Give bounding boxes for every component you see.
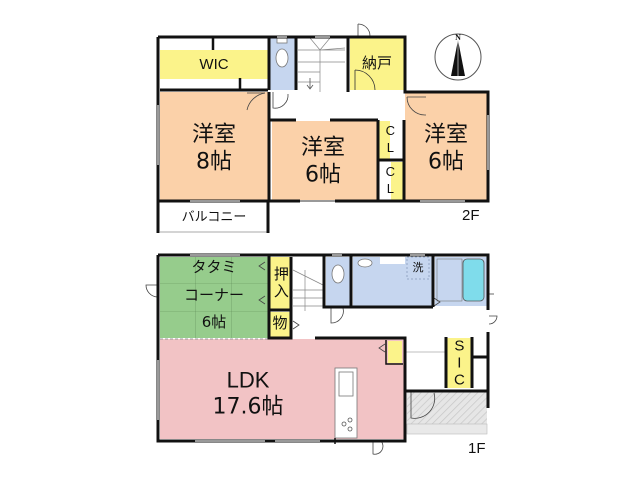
label-oshiire: 押入 — [271, 266, 290, 300]
label-yoshitsu-6b-size: 6帖 — [428, 149, 464, 175]
compass-north-label: N — [455, 32, 461, 42]
label-nando: 納戸 — [361, 54, 393, 73]
label-ldk-name: LDK — [226, 367, 270, 393]
floor-label-2f: 2F — [462, 207, 480, 224]
label-tatami-size: 6帖 — [201, 313, 227, 332]
label-yoshitsu-8-size: 8帖 — [196, 149, 232, 175]
room-yoshitsu-6a — [272, 121, 377, 200]
room-yoshitsu-8 — [160, 92, 268, 200]
room-sic — [446, 338, 472, 388]
windows-1f — [157, 254, 425, 442]
floor-2f — [156, 23, 490, 233]
label-wic: WIC — [199, 56, 229, 74]
label-yoshitsu-6b-name: 洋室 — [423, 122, 469, 148]
room-mono — [270, 312, 290, 337]
kitchen-counter — [334, 367, 358, 439]
stairs-2f — [298, 37, 346, 92]
hallway-2f — [270, 92, 405, 120]
bathtub — [462, 258, 485, 302]
label-tatami-line1: タタミ — [191, 258, 237, 277]
north-arrow-icon — [434, 33, 482, 81]
label-yoshitsu-6a-size: 6帖 — [305, 162, 341, 188]
label-sic: SIC — [450, 337, 468, 389]
room-balcony — [160, 202, 268, 232]
windows-2f — [157, 36, 489, 202]
label-cl-1: CL — [382, 123, 398, 157]
room-nando — [350, 38, 404, 90]
hallway-1f — [293, 311, 488, 337]
room-oshiire — [270, 257, 290, 309]
label-sentaku: 洗 — [412, 261, 424, 275]
floor-1f — [145, 253, 498, 455]
room-tatami — [160, 257, 268, 338]
label-tatami-line2: コーナー — [183, 286, 245, 305]
label-mono: 物 — [272, 314, 288, 333]
room-yoshitsu-6b — [405, 92, 487, 200]
floor-label-1f: 1F — [468, 440, 486, 457]
label-yoshitsu-6a-name: 洋室 — [300, 135, 346, 161]
label-cl-2: CL — [382, 164, 398, 198]
ldk-closet — [388, 341, 402, 363]
stairs-1f — [292, 257, 324, 311]
label-yoshitsu-8-name: 洋室 — [191, 122, 237, 148]
label-balcony: バルコニー — [181, 210, 247, 226]
room-ldk — [160, 339, 405, 439]
washer-spot — [406, 256, 430, 280]
label-ldk-size: 17.6帖 — [212, 394, 284, 420]
